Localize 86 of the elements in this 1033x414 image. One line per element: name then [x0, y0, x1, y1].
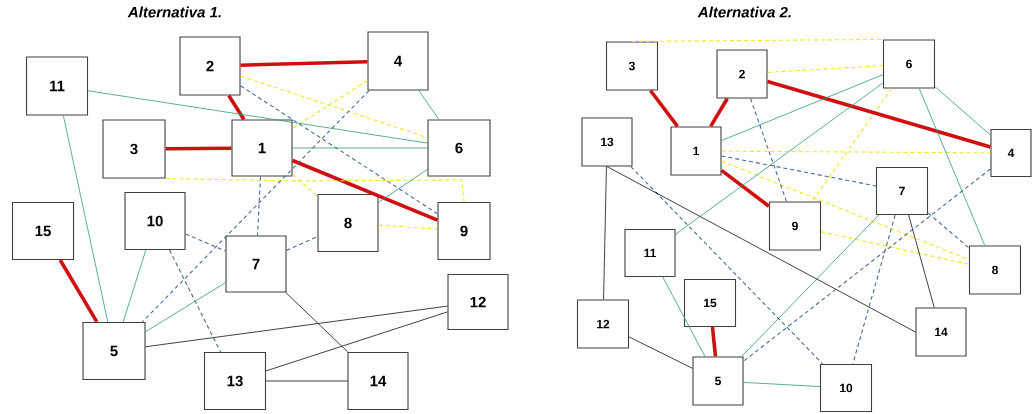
connector-line	[630, 166, 824, 365]
numbered-box: 7	[225, 235, 287, 293]
connector-line	[662, 276, 706, 357]
numbered-box: 15	[11, 201, 75, 261]
connector-line	[378, 168, 428, 203]
connector-line	[227, 94, 246, 121]
connector-line	[649, 89, 679, 128]
connector-line	[87, 90, 428, 144]
connector-line	[378, 224, 438, 230]
connector-line	[292, 80, 368, 130]
connector-line	[721, 160, 970, 261]
connector-line	[934, 86, 991, 136]
numbered-box: 6	[882, 39, 936, 89]
connector-line	[741, 214, 880, 357]
connector-line	[709, 97, 729, 128]
numbered-box: 13	[203, 351, 267, 411]
connector-line	[145, 282, 226, 333]
connector-line	[767, 79, 991, 149]
connector-line	[811, 88, 893, 202]
numbered-box: 4	[367, 31, 429, 91]
connector-line	[292, 174, 318, 197]
connector-line	[240, 85, 438, 215]
numbered-box: 3	[102, 119, 166, 179]
connector-line	[720, 168, 771, 208]
connector-line	[165, 178, 465, 203]
connector-line	[122, 249, 147, 323]
numbered-box: 2	[716, 49, 768, 99]
connector-line	[721, 155, 877, 187]
connector-line	[750, 98, 787, 202]
numbered-box: 5	[82, 321, 146, 381]
numbered-box: 12	[576, 299, 630, 349]
connector-line	[285, 292, 349, 353]
numbered-box: 1	[231, 119, 293, 177]
connector-line	[852, 214, 896, 365]
numbered-box: 11	[624, 228, 676, 278]
numbered-box: 4	[990, 128, 1032, 178]
connector-line	[721, 150, 991, 154]
connector-line	[767, 65, 884, 73]
connector-line	[265, 380, 348, 382]
numbered-box: 9	[768, 201, 822, 251]
connector-line	[743, 382, 821, 387]
numbered-box: 6	[427, 119, 491, 177]
numbered-box: 7	[875, 166, 929, 216]
numbered-box: 3	[605, 41, 659, 91]
connector-line	[58, 259, 99, 323]
numbered-box: 8	[968, 245, 1022, 295]
connector-line	[675, 82, 884, 235]
connector-line	[291, 158, 439, 222]
connector-line	[721, 74, 884, 141]
numbered-box: 1	[670, 126, 722, 176]
numbered-box: 10	[819, 363, 873, 413]
numbered-box: 13	[581, 117, 633, 167]
connector-line	[292, 147, 428, 149]
numbered-box: 14	[347, 351, 409, 411]
connector-line	[820, 231, 970, 265]
connector-line	[603, 166, 607, 300]
connector-line	[286, 236, 318, 251]
connector-line	[418, 90, 440, 120]
numbered-box: 8	[317, 193, 379, 253]
connector-line	[918, 88, 986, 246]
numbered-box: 15	[683, 278, 737, 328]
connector-line	[927, 212, 970, 249]
connector-line	[240, 60, 368, 67]
numbered-box: 2	[179, 36, 241, 96]
connector-line	[240, 75, 428, 139]
connector-line	[628, 336, 693, 369]
numbered-box: 14	[915, 307, 967, 357]
numbered-box: 9	[437, 201, 491, 261]
numbered-box: 10	[124, 191, 186, 251]
connector-line	[265, 311, 448, 372]
connector-line	[165, 146, 232, 151]
connector-line	[169, 249, 222, 353]
connector-line	[141, 90, 370, 323]
connector-line	[185, 233, 226, 252]
connector-line	[62, 115, 109, 323]
connector-line	[710, 326, 718, 357]
numbered-box: 12	[447, 273, 509, 331]
connector-line	[908, 214, 935, 308]
panel-title: Alternativa 2.	[697, 6, 791, 18]
connector-line	[743, 168, 991, 362]
numbered-box: 5	[692, 356, 744, 406]
connector-line	[145, 305, 448, 348]
numbered-box: 11	[25, 56, 89, 116]
connector-line	[606, 166, 916, 333]
connector-line	[256, 176, 262, 236]
panel-title: Alternativa 1.	[127, 6, 221, 18]
